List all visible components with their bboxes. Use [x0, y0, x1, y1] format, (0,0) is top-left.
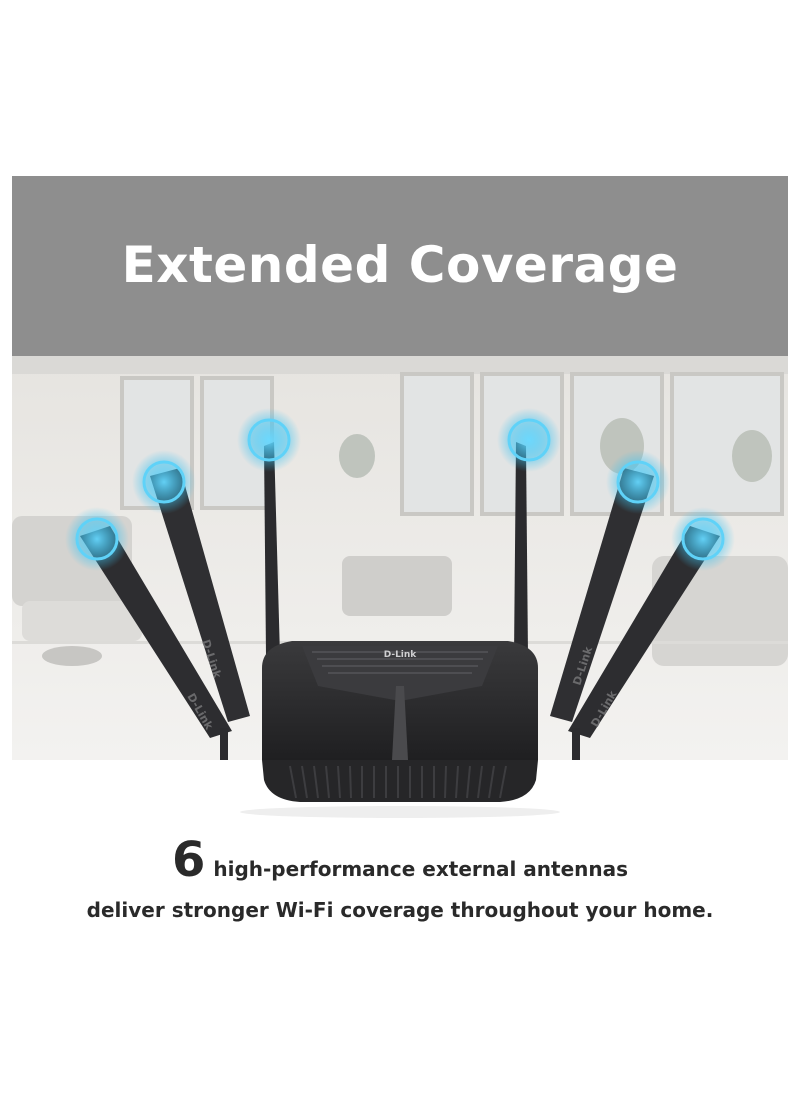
product-scene: D-Link D-Link D-Link D-Link — [12, 356, 788, 760]
antenna-count-number: 6 — [171, 832, 206, 888]
antenna-left-middle: D-Link — [150, 468, 250, 722]
caption-line-1: 6 high-performance external antennas — [0, 836, 800, 884]
router-base — [240, 760, 560, 818]
signal-glow-icon — [132, 450, 196, 514]
antenna-right-inner — [514, 442, 528, 656]
signal-glow-icon — [65, 507, 129, 571]
caption-line-1-text: high-performance external antennas — [213, 857, 629, 881]
signal-glow-icon — [606, 450, 670, 514]
signal-glow-icons — [65, 408, 735, 571]
caption-line-2: deliver stronger Wi-Fi coverage througho… — [86, 898, 714, 922]
signal-glow-icon — [497, 408, 561, 472]
signal-glow-icon — [671, 507, 735, 571]
router-body: D-Link — [220, 641, 580, 760]
title-banner: Extended Coverage — [12, 176, 788, 356]
router-brand-label: D-Link — [384, 650, 418, 660]
banner-title: Extended Coverage — [121, 236, 679, 294]
router-scene-illustration: D-Link D-Link D-Link D-Link — [12, 356, 788, 760]
signal-glow-icon — [237, 408, 301, 472]
room-background — [12, 356, 788, 760]
antenna-left-inner — [264, 442, 280, 656]
feature-caption: 6 high-performance external antennas del… — [0, 836, 800, 922]
